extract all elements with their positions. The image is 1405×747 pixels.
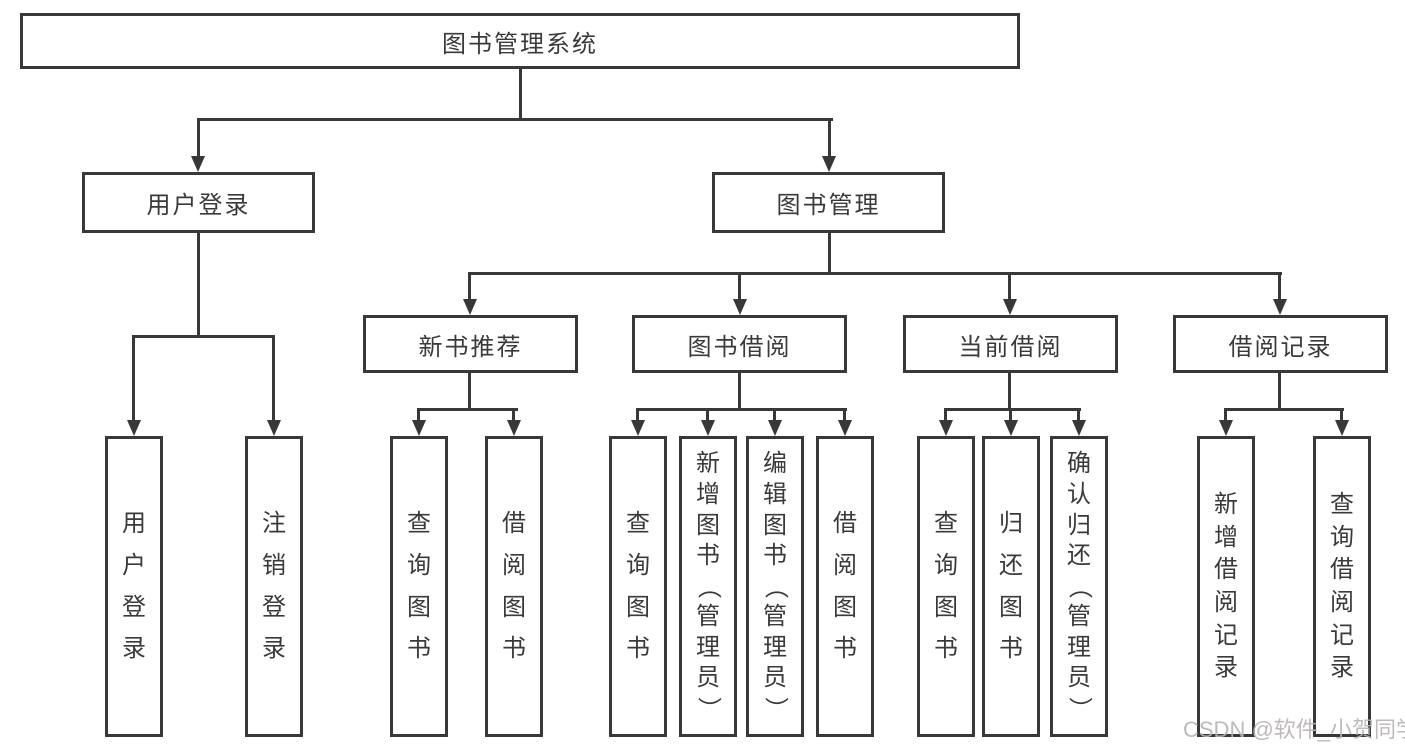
connector-bar	[636, 408, 847, 411]
connector-line	[1077, 408, 1080, 422]
leaf-borrow-books: 借阅图书	[816, 436, 874, 737]
node-current-borrowing: 当前借阅	[903, 315, 1118, 373]
watermark: CSDN @软件_小贺同学	[1183, 717, 1405, 742]
node-label: 新书推荐	[418, 333, 523, 361]
connector-line	[468, 272, 471, 301]
connector-line	[197, 118, 200, 158]
leaf-query-books-current: 查询图书	[917, 436, 975, 737]
connector-line	[1224, 408, 1227, 422]
connector-line	[132, 335, 135, 422]
arrow-down-icon	[838, 420, 852, 436]
connector-line	[468, 373, 471, 411]
node-library-system: 图书管理系统	[20, 13, 1020, 69]
leaf-label: 查询图书	[626, 510, 650, 663]
arrow-down-icon	[1004, 420, 1018, 436]
arrow-down-icon	[631, 420, 645, 436]
leaf-query-borrow-record: 查询借阅记录	[1313, 436, 1371, 737]
leaf-user-login: 用户登录	[105, 436, 163, 737]
node-new-book-recommendation: 新书推荐	[363, 315, 578, 373]
connector-line	[1009, 408, 1012, 422]
leaf-borrow-books-recommend: 借阅图书	[485, 436, 543, 737]
node-label: 图书借阅	[687, 333, 792, 361]
arrow-down-icon	[191, 156, 205, 172]
connector-line	[706, 408, 709, 422]
arrow-down-icon	[939, 420, 953, 436]
connector-line	[519, 69, 522, 121]
arrow-down-icon	[768, 420, 782, 436]
node-user-login: 用户登录	[82, 172, 315, 233]
leaf-label: 归还图书	[999, 510, 1023, 663]
arrow-down-icon	[463, 299, 477, 315]
connector-bar	[132, 335, 275, 338]
leaf-label: 注销登录	[262, 510, 286, 663]
connector-line	[636, 408, 639, 422]
node-label: 借阅记录	[1228, 333, 1333, 361]
connector-line	[1340, 408, 1343, 422]
connector-line	[1278, 272, 1281, 301]
node-label: 图书管理	[776, 192, 881, 219]
connector-line	[197, 233, 200, 338]
leaf-query-books-borrowing: 查询图书	[609, 436, 667, 737]
node-borrowing-records: 借阅记录	[1173, 315, 1388, 373]
node-label: 用户登录	[146, 192, 251, 219]
leaf-label: 新增图书（管理员）	[694, 450, 722, 721]
connector-line	[773, 408, 776, 422]
arrow-down-icon	[1003, 299, 1017, 315]
node-label: 图书管理系统	[442, 30, 598, 58]
leaf-edit-books-admin: 编辑图书（管理员）	[746, 436, 804, 737]
connector-bar	[1224, 408, 1344, 411]
connector-bar	[417, 408, 518, 411]
leaf-label: 借阅图书	[502, 510, 526, 663]
arrow-down-icon	[1072, 420, 1086, 436]
leaf-logout: 注销登录	[245, 436, 303, 737]
leaf-label: 用户登录	[122, 510, 146, 663]
connector-line	[944, 408, 947, 422]
connector-line	[738, 272, 741, 301]
connector-bar	[197, 118, 833, 121]
arrow-down-icon	[1219, 420, 1233, 436]
connector-line	[828, 233, 831, 275]
connector-line	[828, 118, 831, 158]
arrow-down-icon	[822, 156, 836, 172]
node-book-borrowing: 图书借阅	[632, 315, 847, 373]
connector-line	[512, 408, 515, 422]
connector-line	[1008, 373, 1011, 411]
connector-bar	[468, 272, 1282, 275]
leaf-label: 借阅图书	[833, 510, 857, 663]
node-book-management: 图书管理	[712, 172, 945, 233]
node-label: 当前借阅	[958, 333, 1063, 361]
arrow-down-icon	[1273, 299, 1287, 315]
leaf-return-books: 归还图书	[982, 436, 1040, 737]
connector-line	[843, 408, 846, 422]
connector-line	[272, 335, 275, 422]
leaf-label: 查询借阅记录	[1330, 491, 1354, 682]
leaf-query-books-recommend: 查询图书	[390, 436, 448, 737]
leaf-label: 新增借阅记录	[1214, 491, 1238, 682]
leaf-confirm-return-admin: 确认归还（管理员）	[1050, 436, 1108, 737]
leaf-label: 确认归还（管理员）	[1065, 450, 1093, 721]
connector-line	[738, 373, 741, 411]
arrow-down-icon	[507, 420, 521, 436]
arrow-down-icon	[127, 420, 141, 436]
arrow-down-icon	[412, 420, 426, 436]
connector-line	[1008, 272, 1011, 301]
arrow-down-icon	[733, 299, 747, 315]
connector-line	[417, 408, 420, 422]
leaf-add-borrow-record: 新增借阅记录	[1197, 436, 1255, 737]
arrow-down-icon	[267, 420, 281, 436]
leaf-label: 编辑图书（管理员）	[761, 450, 789, 721]
leaf-add-books-admin: 新增图书（管理员）	[679, 436, 737, 737]
arrow-down-icon	[1335, 420, 1349, 436]
arrow-down-icon	[701, 420, 715, 436]
leaf-label: 查询图书	[407, 510, 431, 663]
connector-line	[1278, 373, 1281, 411]
leaf-label: 查询图书	[934, 510, 958, 663]
connector-bar	[944, 408, 1081, 411]
